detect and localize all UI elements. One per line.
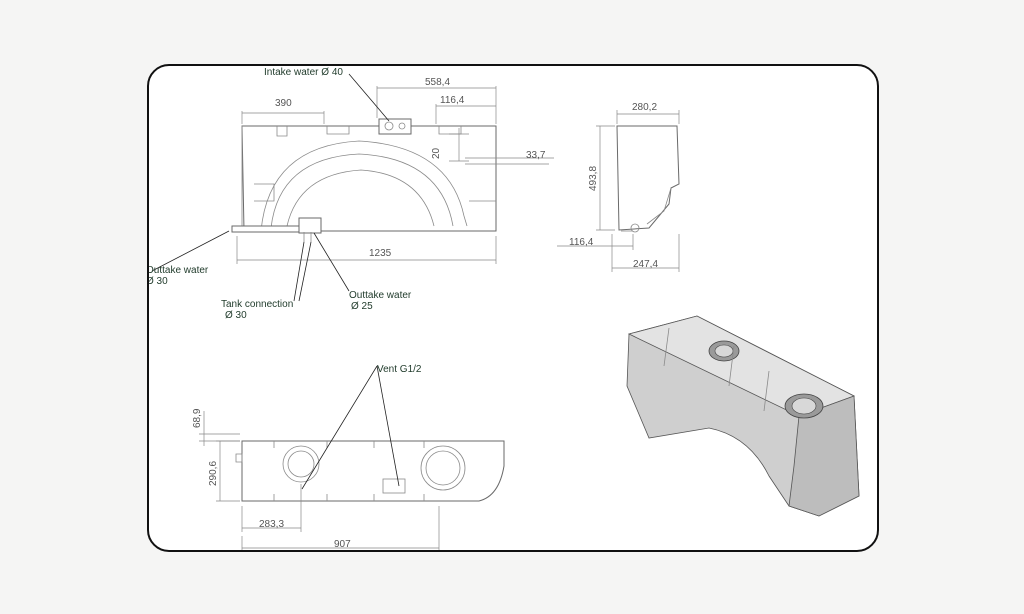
dimension-493: 493,8 bbox=[588, 166, 599, 191]
callout-outtake-left-dia: Ø 30 bbox=[149, 276, 168, 287]
dimension-33: 33,7 bbox=[526, 150, 546, 161]
top-view bbox=[235, 440, 505, 502]
dimension-1235: 1235 bbox=[369, 248, 392, 259]
callout-outtake-left: Outtake water bbox=[149, 265, 209, 276]
callout-outtake-right-dia: Ø 25 bbox=[351, 301, 373, 312]
callout-vent: Vent G1/2 bbox=[377, 364, 422, 375]
dimension-907: 907 bbox=[334, 539, 351, 550]
technical-drawing: Intake water Ø 40 Outtake water Ø 30 Tan… bbox=[149, 67, 860, 550]
dimension-390: 390 bbox=[275, 98, 292, 109]
dimension-116-top: 116,4 bbox=[440, 95, 465, 106]
top-view-dimensions bbox=[199, 411, 440, 550]
dimension-280: 280,2 bbox=[632, 102, 657, 113]
dimension-290: 290,6 bbox=[208, 461, 219, 486]
front-view-dimensions bbox=[236, 86, 554, 264]
drawing-sheet: Intake water Ø 40 Outtake water Ø 30 Tan… bbox=[147, 64, 879, 552]
callout-intake-water: Intake water Ø 40 bbox=[264, 67, 343, 78]
side-view bbox=[616, 125, 680, 233]
callout-leaders bbox=[151, 73, 400, 490]
dimension-558: 558,4 bbox=[425, 77, 450, 88]
side-view-dimensions bbox=[557, 110, 680, 272]
dimension-68: 68,9 bbox=[192, 408, 203, 428]
callout-tank-connection-dia: Ø 30 bbox=[225, 310, 247, 321]
dimension-283: 283,3 bbox=[259, 519, 284, 530]
callout-tank-connection: Tank connection bbox=[221, 299, 293, 310]
isometric-view bbox=[626, 315, 860, 517]
dimension-116-side: 116,4 bbox=[569, 237, 594, 248]
dimension-247: 247,4 bbox=[633, 259, 658, 270]
callout-outtake-right: Outtake water bbox=[349, 290, 412, 301]
front-view bbox=[231, 118, 497, 242]
dimension-20: 20 bbox=[431, 147, 442, 159]
